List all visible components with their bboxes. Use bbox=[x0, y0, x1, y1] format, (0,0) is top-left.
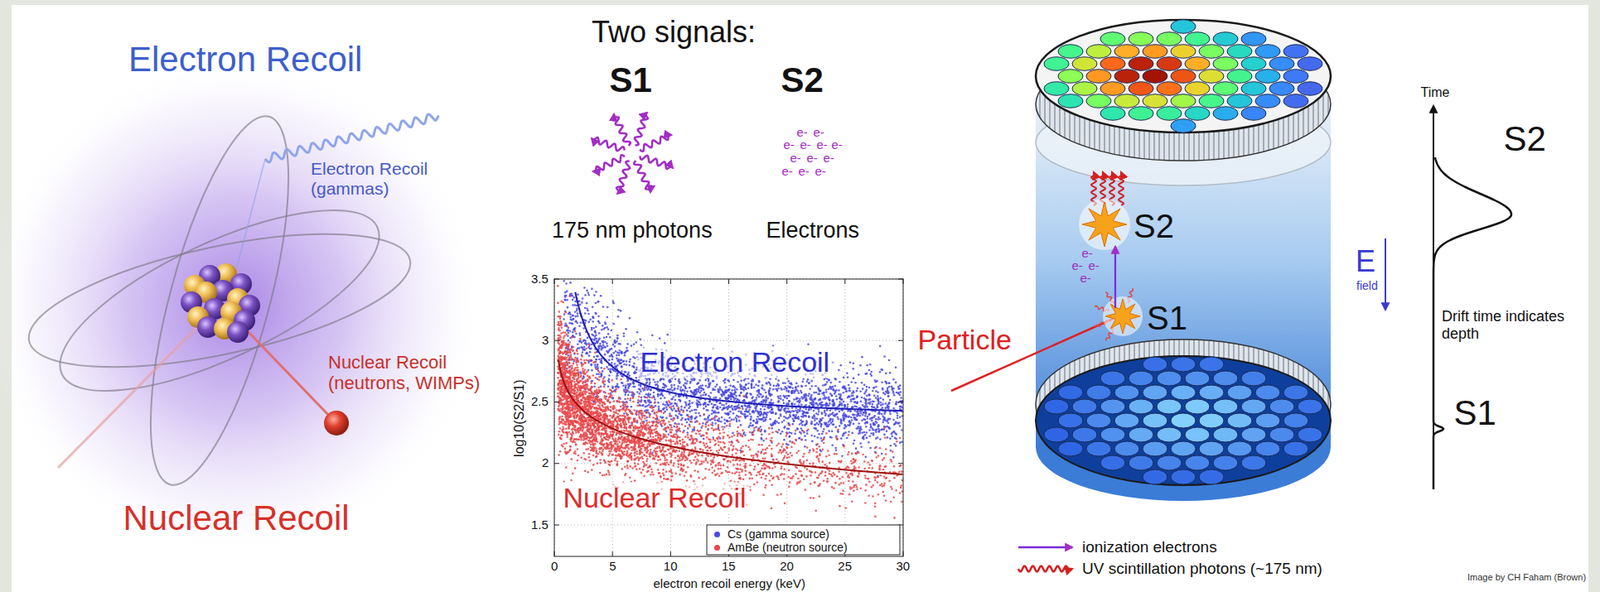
page-stage: Electron RecoilElectron Recoil (gammas)N… bbox=[0, 0, 1600, 592]
